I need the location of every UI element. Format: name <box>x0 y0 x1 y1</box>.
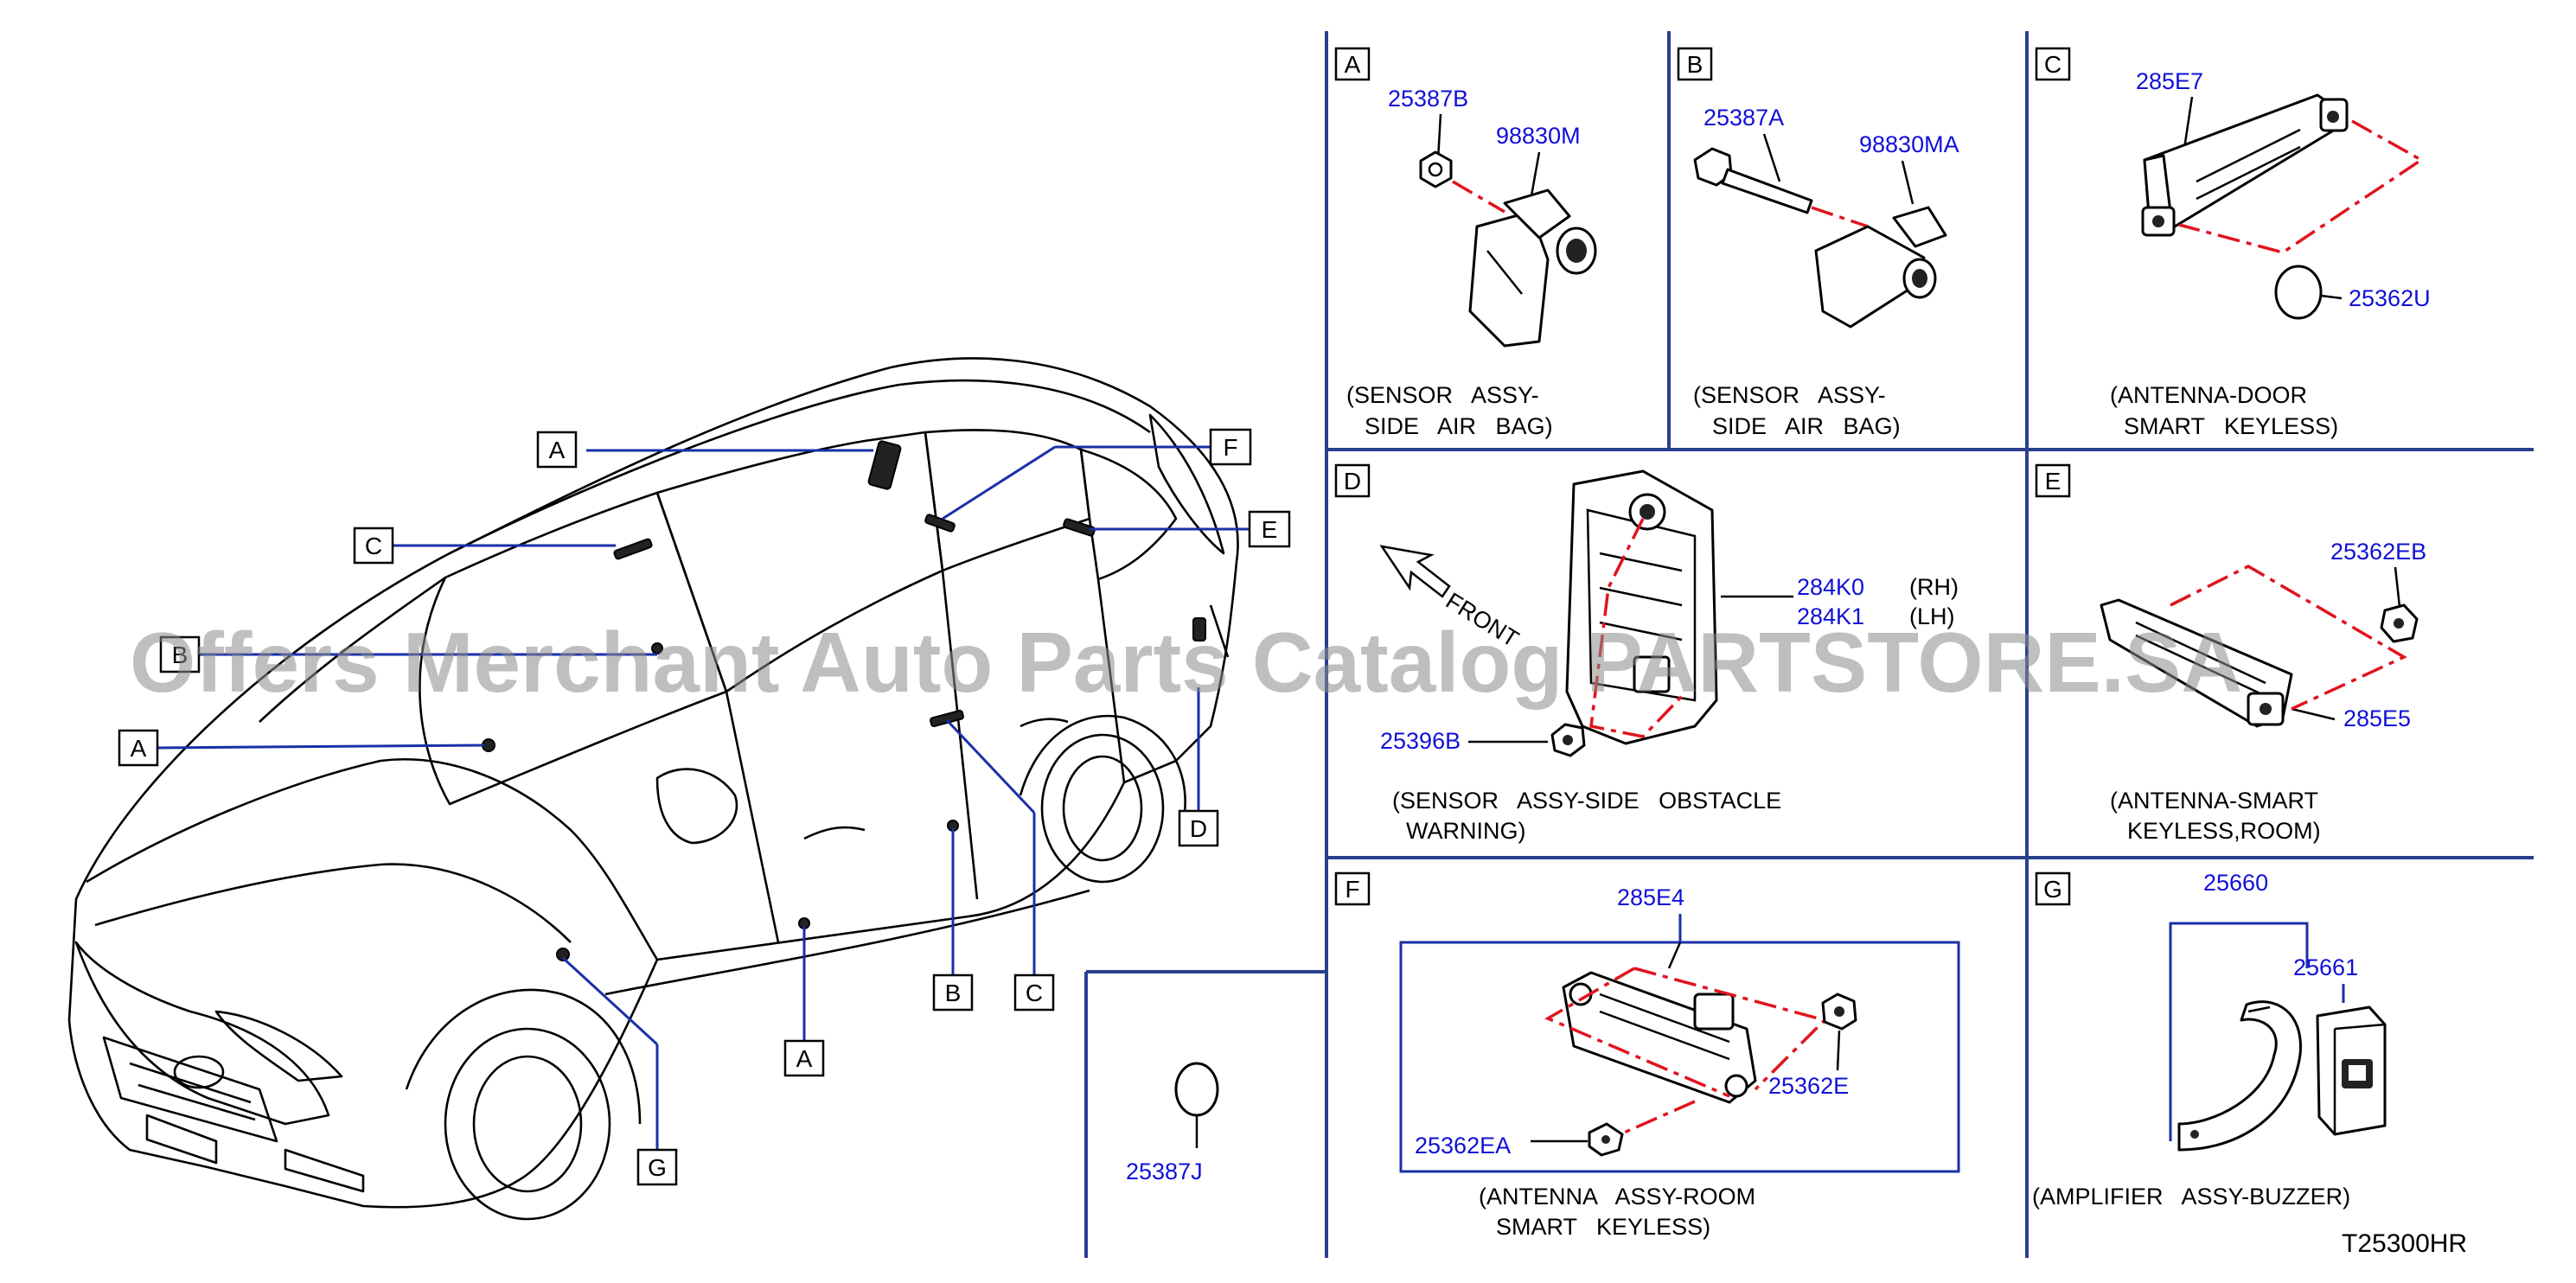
panel-B-letter: B <box>1687 51 1703 78</box>
part-285E5[interactable]: 285E5 <box>2343 705 2411 731</box>
antenna-285E4-drawing <box>1562 971 1757 1104</box>
antenna-285E7-drawing <box>2141 93 2349 237</box>
panel-B-caption-2: SIDE AIR BAG) <box>1712 413 1901 439</box>
panel-D: D FRONT 284K0 (RH) 284K1 (LH) 25396B (SE… <box>1334 463 1959 844</box>
part-25387A[interactable]: 25387A <box>1703 105 1784 131</box>
panel-G-caption-1: (AMPLIFIER ASSY-BUZZER) <box>2032 1184 2350 1210</box>
panel-D-letter: D <box>1344 468 1361 495</box>
panel-C-caption-1: (ANTENNA-DOOR <box>2110 382 2307 408</box>
panel-B: B 25387A 98830MA (SENSOR ASSY- SIDE AIR … <box>1677 47 1959 439</box>
antenna-285E5-drawing <box>2100 598 2293 728</box>
svg-text:F: F <box>1223 434 1237 461</box>
clip-25362EB-drawing <box>2380 603 2419 643</box>
nut-25362E-drawing <box>1821 993 1857 1031</box>
callout-E-roof: E <box>1248 510 1291 548</box>
callout-D-roof: A <box>536 431 578 469</box>
part-25387J[interactable]: 25387J <box>1126 1159 1203 1184</box>
svg-text:B: B <box>172 642 189 668</box>
car-component-marks <box>482 440 1206 961</box>
panel-D-caption-2: WARNING) <box>1406 818 1525 844</box>
part-25660[interactable]: 25660 <box>2203 870 2268 896</box>
part-25661[interactable]: 25661 <box>2293 954 2358 980</box>
part-284K1[interactable]: 284K1 <box>1797 603 1864 629</box>
car-callout-boxes: A F C E B A D B <box>118 428 1291 1186</box>
side-lh: (LH) <box>1909 603 1955 629</box>
panel-G: G 25660 25661 (AMPLIFIER ASSY-BUZZER) <box>2032 870 2387 1210</box>
bolt-25387A-drawing <box>1693 147 1813 214</box>
svg-text:A: A <box>796 1045 813 1072</box>
nut-25387B-drawing <box>1419 150 1453 188</box>
callout-B-roof: B <box>159 635 201 673</box>
panel-F-caption-2: SMART KEYLESS) <box>1496 1214 1710 1240</box>
diagram-code: T25300HR <box>2342 1229 2467 1258</box>
callout-D-rear: D <box>1178 809 1219 847</box>
part-284K0[interactable]: 284K0 <box>1797 574 1864 600</box>
part-98830M[interactable]: 98830M <box>1496 123 1581 149</box>
front-arrow-icon <box>1379 545 1451 598</box>
panel-E-caption-2: KEYLESS,ROOM) <box>2127 818 2321 844</box>
callout-A-door: A <box>783 1039 825 1077</box>
panel-B-caption-1: (SENSOR ASSY- <box>1693 382 1886 408</box>
svg-text:C: C <box>365 533 382 559</box>
panel-A-caption-2: SIDE AIR BAG) <box>1365 413 1553 439</box>
callout-F: F <box>1209 428 1252 466</box>
panel-G-letter: G <box>2043 876 2062 903</box>
panel-E-letter: E <box>2045 468 2061 495</box>
panel-C: C 285E7 25362U (ANTENNA-DOOR SMART KEYLE… <box>2035 47 2431 439</box>
sensor-284K0-drawing <box>1565 469 1718 745</box>
part-98830MA[interactable]: 98830MA <box>1859 131 1959 157</box>
screw-25362EA-drawing <box>1588 1122 1624 1157</box>
panel-F-letter: F <box>1345 876 1359 903</box>
part-25387B[interactable]: 25387B <box>1388 86 1468 112</box>
svg-text:C: C <box>1026 980 1043 1006</box>
callout-A-hood: A <box>118 729 159 767</box>
bracket-25660-drawing <box>2177 1000 2302 1152</box>
svg-text:A: A <box>131 735 147 762</box>
side-rh: (RH) <box>1909 574 1959 600</box>
svg-text:D: D <box>1190 815 1207 842</box>
part-285E7[interactable]: 285E7 <box>2136 68 2203 94</box>
panel-A-letter: A <box>1345 51 1361 78</box>
panel-F: F 285E4 25362E 25362EA (ANTENNA ASSY-ROO… <box>1334 871 1960 1240</box>
panel-A-caption-1: (SENSOR ASSY- <box>1346 382 1539 408</box>
sensor-98830MA-drawing <box>1814 206 1947 329</box>
panel-E-caption-1: (ANTENNA-SMART <box>2110 788 2318 814</box>
loose-part-25387J: 25387J <box>1126 1062 1219 1184</box>
vehicle-illustration <box>67 357 1239 1221</box>
svg-text:B: B <box>945 980 962 1006</box>
svg-text:E: E <box>1262 516 1278 543</box>
panel-grid <box>1084 31 2534 1258</box>
callout-B-door: B <box>932 973 974 1012</box>
panel-A: A 25387B 98830M (SENSOR ASSY- SIDE AIR B… <box>1334 47 1597 439</box>
part-25362EA[interactable]: 25362EA <box>1415 1133 1511 1159</box>
svg-text:A: A <box>549 437 566 463</box>
buzzer-25661-drawing <box>2316 1005 2387 1136</box>
clip-25396B-drawing <box>1550 723 1586 757</box>
callout-G-front: G <box>636 1148 678 1186</box>
part-25396B[interactable]: 25396B <box>1380 728 1461 754</box>
panel-F-caption-1: (ANTENNA ASSY-ROOM <box>1479 1184 1755 1210</box>
part-285E4[interactable]: 285E4 <box>1617 884 1684 910</box>
watermark: Offers Merchant Auto Parts Catalog PARTS… <box>130 615 2242 710</box>
sensor-98830M-drawing <box>1468 188 1597 348</box>
svg-text:G: G <box>648 1154 667 1181</box>
panel-C-letter: C <box>2044 51 2061 78</box>
callout-C-roof: C <box>353 527 394 565</box>
panel-E: E 25362EB 285E5 (ANTENNA-SMART KEYLESS,R… <box>2035 463 2426 844</box>
part-25362E[interactable]: 25362E <box>1768 1073 1849 1099</box>
panel-D-caption-1: (SENSOR ASSY-SIDE OBSTACLE <box>1392 788 1781 814</box>
part-25362U[interactable]: 25362U <box>2349 285 2431 311</box>
callout-C-door: C <box>1013 973 1055 1012</box>
panel-C-caption-2: SMART KEYLESS) <box>2124 413 2338 439</box>
part-25362EB[interactable]: 25362EB <box>2330 539 2426 565</box>
